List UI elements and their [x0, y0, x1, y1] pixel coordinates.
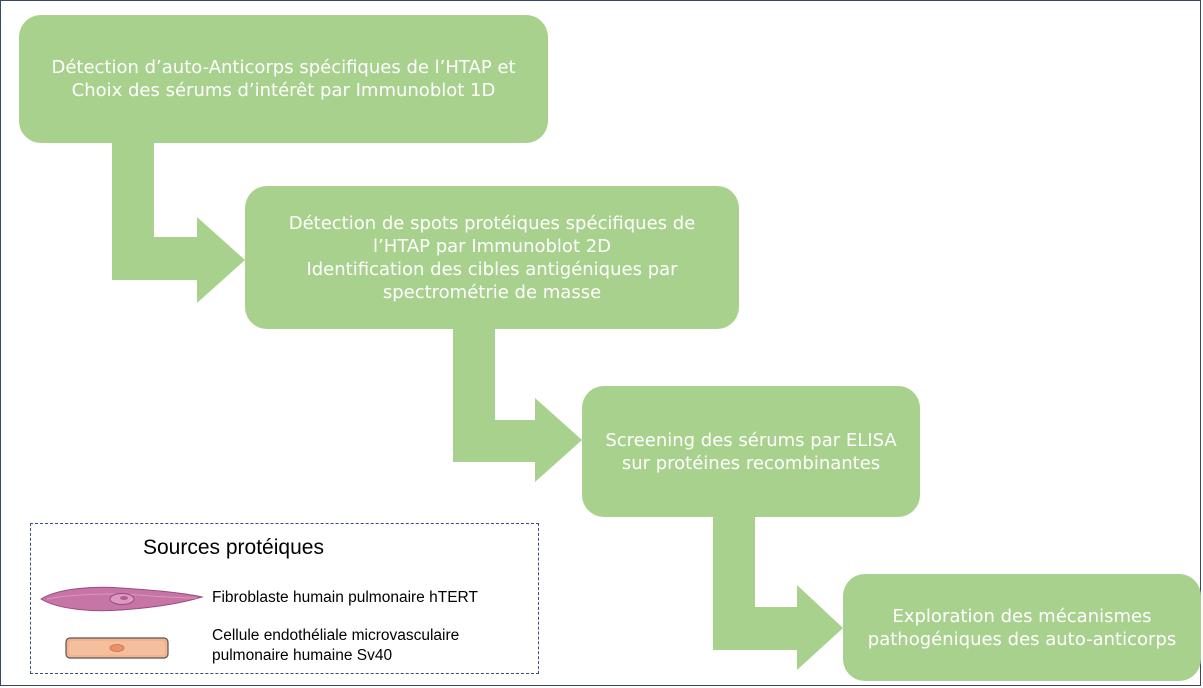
step-1-line-2: Choix des sérums d’intérêt par Immunoblo…	[71, 80, 496, 101]
step-2-line-2: l’HTAP par Immunoblot 2D	[372, 235, 612, 257]
flow-arrow-3	[713, 517, 843, 670]
step-4-mechanism-exploration: Exploration des mécanismes pathogéniques…	[843, 574, 1201, 681]
legend-item-endothelial: Cellule endothéliale microvasculaire pul…	[212, 626, 459, 666]
step-1-autoantibody-detection: Détection d’auto-Anticorps spécifiques d…	[19, 15, 548, 143]
step-3-line-2: sur protéines recombinantes	[621, 452, 881, 474]
protein-sources-legend: Sources protéiques Fibroblaste humain pu…	[30, 523, 539, 674]
endothelial-cell-icon	[65, 637, 169, 659]
step-2-line-1: Détection de spots protéiques spécifique…	[288, 212, 696, 234]
step-2-line-4: spectrométrie de masse	[382, 281, 602, 303]
step-4-line-1: Exploration des mécanismes	[892, 605, 1152, 627]
step-2-line-3: Identification des cibles antigéniques p…	[306, 258, 678, 280]
legend-title: Sources protéiques	[143, 536, 324, 559]
step-3-line-1: Screening des sérums par ELISA	[605, 429, 897, 451]
flow-arrow-2	[453, 329, 582, 482]
flow-arrow-1	[112, 143, 245, 303]
step-3-elisa-screening: Screening des sérums par ELISA sur proté…	[582, 386, 920, 517]
step-4-line-2: pathogéniques des auto-anticorps	[867, 628, 1177, 650]
legend-item-endothelial-line-1: Cellule endothéliale microvasculaire	[212, 627, 460, 644]
legend-item-fibroblast: Fibroblaste humain pulmonaire hTERT	[212, 588, 478, 608]
legend-item-endothelial-line-2: pulmonaire humaine Sv40	[212, 647, 393, 664]
step-2-spot-detection: Détection de spots protéiques spécifique…	[245, 186, 739, 329]
legend-item-fibroblast-line-1: Fibroblaste humain pulmonaire hTERT	[212, 589, 478, 606]
step-1-line-1: Détection d’auto-Anticorps spécifiques d…	[51, 57, 516, 78]
fibroblast-cell-icon	[40, 586, 204, 612]
